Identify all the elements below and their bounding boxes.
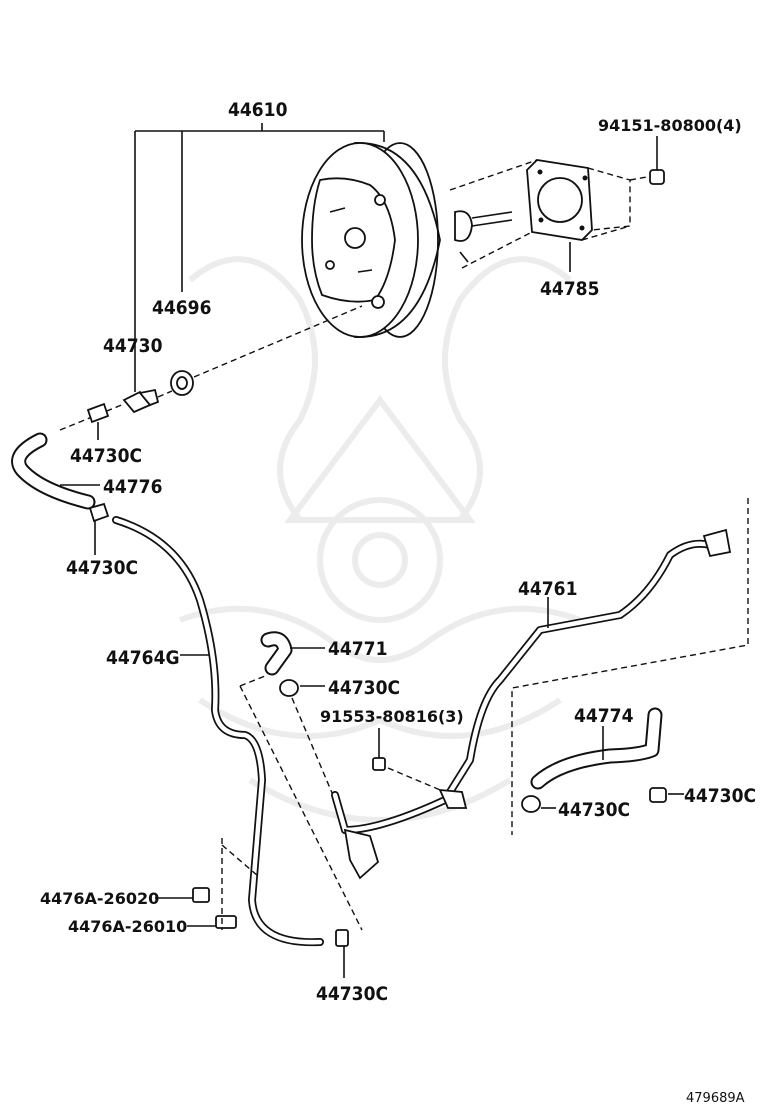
label-44771: 44771: [328, 638, 387, 660]
bolt-91553: [372, 728, 386, 771]
dashed-connector-top: [221, 844, 259, 877]
label-44730c-2: 44730C: [66, 557, 138, 579]
grommet-44696: [170, 370, 194, 396]
leader-44610: [134, 123, 385, 330]
tube-44761: [331, 528, 732, 880]
label-44730: 44730: [103, 335, 163, 357]
watermark-emblem: [178, 256, 582, 823]
label-44764g: 44764G: [106, 647, 180, 669]
gasket-dashed-frame: [449, 159, 653, 269]
dashed-union-pipe: [291, 697, 336, 801]
label-4476a-26010: 4476A-26010: [68, 917, 187, 936]
dashed-tube-frame: [511, 498, 749, 835]
label-44761: 44761: [518, 578, 577, 600]
label-44774: 44774: [574, 705, 634, 727]
label-44610: 44610: [228, 99, 288, 121]
dashed-valve-link-booster: [193, 305, 363, 378]
brake-booster: [301, 142, 513, 338]
label-44776: 44776: [103, 476, 162, 498]
label-94151-80800: 94151-80800(4): [598, 116, 742, 135]
label-44730c-3: 44730C: [328, 677, 400, 699]
connector-4476a-26020: [155, 887, 210, 903]
union-44771: [260, 631, 325, 676]
clip-44730c-hose: [88, 502, 110, 555]
label-44730c-5: 44730C: [684, 785, 756, 807]
clip-44730c-top: [86, 402, 110, 440]
nut-94151: [649, 136, 665, 185]
label-44730c-1: 44730C: [70, 445, 142, 467]
diagram-code: 479689A: [686, 1091, 745, 1106]
label-91553-80816: 91553-80816(3): [320, 707, 464, 726]
connector-4476a-26010: [187, 915, 237, 929]
clip-44730c-hose-left: [521, 795, 556, 813]
dashed-union-frame: [239, 685, 363, 931]
hose-44776: [11, 432, 100, 510]
dashed-bolt-link: [387, 767, 446, 793]
hose-44774: [530, 707, 663, 790]
tube-44764g: [112, 516, 324, 947]
label-4476a-26020: 4476A-26020: [40, 889, 159, 908]
label-44696: 44696: [152, 297, 211, 319]
check-valve-44730: [122, 330, 160, 414]
dashed-union-frame-top: [239, 675, 266, 687]
clip-44730c-hose-right: [649, 787, 684, 803]
clip-44730c-union: [279, 679, 325, 697]
dashed-valve-link-mid: [157, 390, 173, 398]
clip-44730c-bottom: [335, 929, 349, 978]
label-44730c-4: 44730C: [558, 799, 630, 821]
gasket-plate: [526, 159, 593, 241]
label-44730c-6: 44730C: [316, 983, 388, 1005]
label-44785: 44785: [540, 278, 599, 300]
